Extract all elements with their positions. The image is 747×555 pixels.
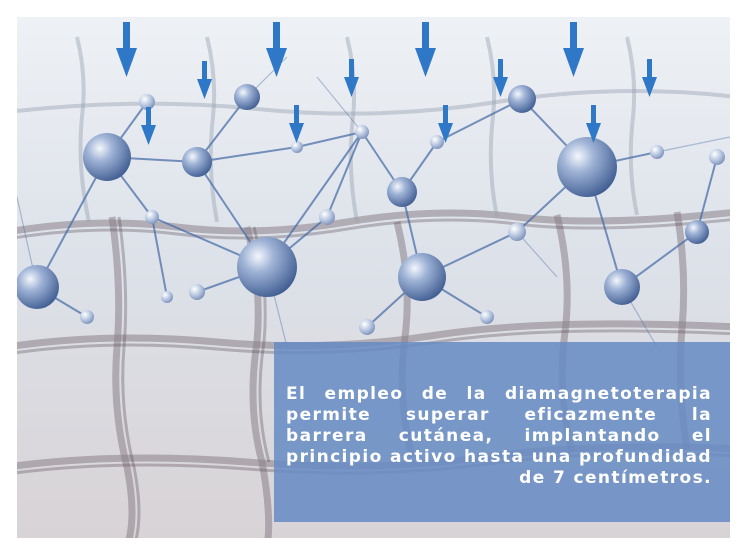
tissue-illustration: El empleo de la diamagnetoterapia permit… [17, 17, 730, 538]
caption-text: El empleo de la diamagnetoterapia permit… [286, 384, 712, 489]
caption-panel: El empleo de la diamagnetoterapia permit… [274, 342, 730, 522]
